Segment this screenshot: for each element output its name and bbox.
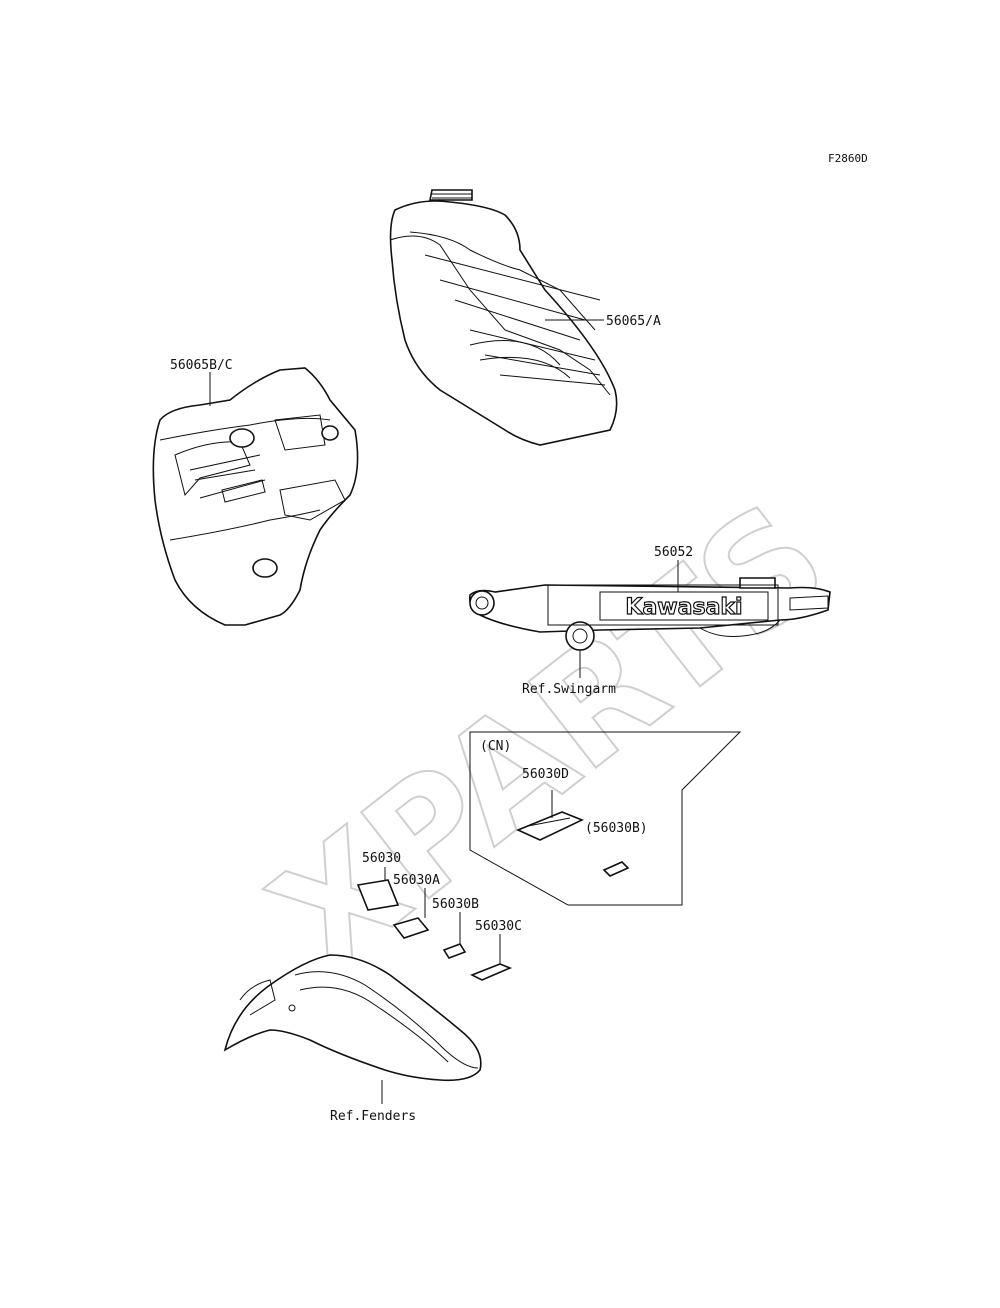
shroud <box>152 367 359 626</box>
cn-label-56030b: (56030B) <box>585 821 648 836</box>
fuel-tank <box>389 189 618 446</box>
label-56030c: 56030C <box>475 919 522 934</box>
fender-ref-label: Ref.Fenders <box>330 1109 416 1124</box>
swingarm: Kawasaki <box>468 560 831 678</box>
cn-box-label: (CN) <box>480 739 511 754</box>
label-56030a: 56030A <box>393 873 440 888</box>
fender <box>223 954 482 1104</box>
swingarm-decal-label: 56052 <box>654 545 693 560</box>
swingarm-ref-label: Ref.Swingarm <box>522 682 616 697</box>
small-labels <box>356 867 513 981</box>
tank-decal-label: 56065/A <box>606 314 661 329</box>
watermark: XPARTS <box>241 470 860 1007</box>
kawasaki-brand-text: Kawasaki <box>625 595 742 620</box>
svg-text:XPARTS: XPARTS <box>242 471 859 1006</box>
shroud-decal-label: 56065B/C <box>170 358 233 373</box>
cn-label-56030d: 56030D <box>522 767 569 782</box>
label-56030: 56030 <box>362 851 401 866</box>
cn-box <box>469 731 742 906</box>
figure-code: F2860D <box>828 152 868 165</box>
label-56030b: 56030B <box>432 897 479 912</box>
